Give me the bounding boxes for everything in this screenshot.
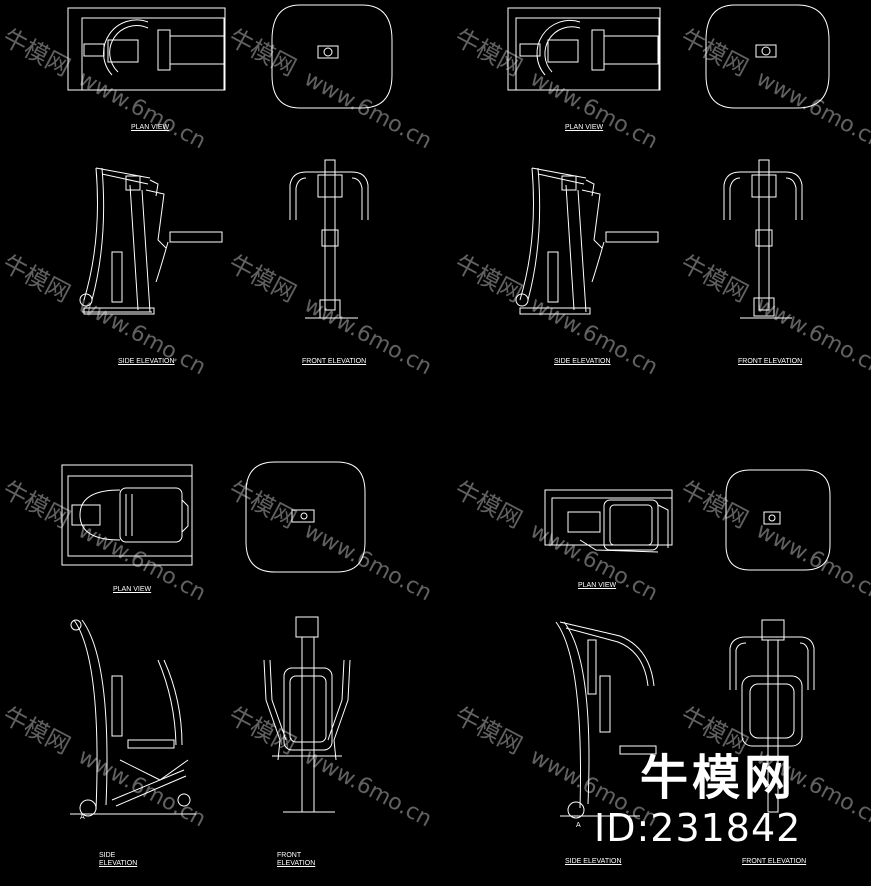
- label-side-elevation-4: SIDE ELEVATION: [565, 858, 622, 865]
- label-plan-view-2: PLAN VIEW: [565, 124, 604, 131]
- side-elevation-drawing-3: [70, 619, 196, 817]
- label-front-3: FRONT: [277, 852, 302, 859]
- label-front-elevation-2: FRONT ELEVATION: [738, 358, 803, 365]
- label-front-elevation-4: FRONT ELEVATION: [742, 858, 807, 865]
- brand-id: ID:231842: [594, 806, 802, 850]
- plan-view-drawing-1: [67, 7, 226, 91]
- label-plan-view-1: PLAN VIEW: [131, 124, 170, 131]
- side-elevation-drawing-2: [515, 167, 659, 315]
- brand-name: 牛模网: [640, 750, 797, 806]
- label-elevation-3b: ELEVATION: [277, 860, 316, 867]
- marker-a-2: A: [576, 822, 581, 829]
- top-view-pad-3: [245, 461, 366, 573]
- label-elevation-3a: ELEVATION: [99, 860, 138, 867]
- label-side-elevation-2: SIDE ELEVATION: [554, 358, 611, 365]
- side-elevation-drawing-4: [555, 621, 657, 819]
- top-view-pad-1: [271, 4, 393, 109]
- plan-view-drawing-2: [507, 7, 661, 91]
- top-view-pad-2: [705, 4, 830, 109]
- label-plan-view-4: PLAN VIEW: [578, 582, 617, 589]
- front-elevation-drawing-3: [263, 616, 351, 813]
- label-plan-view-3: PLAN VIEW: [113, 586, 152, 593]
- front-elevation-drawing-4: [729, 619, 815, 813]
- front-elevation-drawing-2: [723, 159, 803, 319]
- side-elevation-drawing-1: [79, 167, 223, 315]
- label-side-elevation-1: SIDE ELEVATION: [118, 358, 175, 365]
- marker-a-1: A: [80, 814, 85, 821]
- label-front-elevation-1: FRONT ELEVATION: [302, 358, 367, 365]
- plan-view-drawing-4: [544, 489, 673, 553]
- top-view-pad-4: [725, 469, 831, 571]
- plan-view-drawing-3: [61, 464, 193, 566]
- front-elevation-drawing-1: [289, 159, 369, 319]
- label-side-3: SIDE: [99, 852, 116, 859]
